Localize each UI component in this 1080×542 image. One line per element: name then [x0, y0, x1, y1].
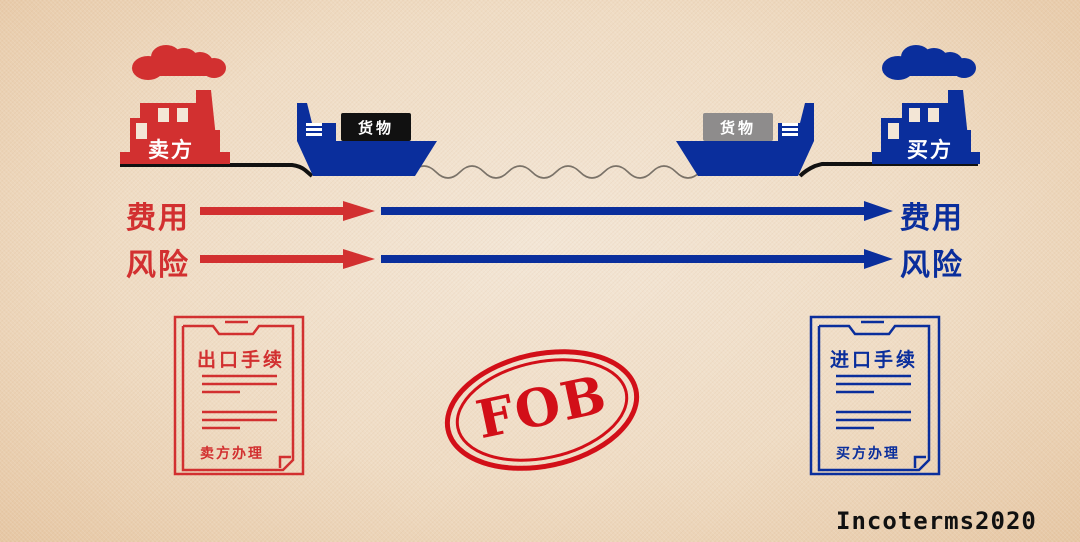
seller-factory-windows	[136, 108, 188, 139]
fob-stamp-icon	[444, 349, 640, 471]
export-document-footer: 卖方办理	[200, 446, 264, 462]
right-cargo-label: 货物	[703, 113, 773, 141]
risk-arrow	[200, 249, 893, 269]
buyer-factory-label: 买方	[907, 137, 953, 162]
import-document-footer: 买方办理	[836, 446, 900, 462]
sea-wave	[411, 165, 717, 179]
export-document-icon	[173, 315, 305, 476]
seller-factory-label: 卖方	[148, 137, 194, 162]
cost-arrow	[200, 201, 893, 221]
risk-label-buyer: 风险	[900, 248, 964, 283]
cost-label-seller: 费用	[126, 201, 190, 236]
incoterms-footer: Incoterms2020	[836, 507, 1037, 535]
seller-factory-icon	[120, 45, 230, 164]
left-cargo-label: 货物	[341, 113, 411, 141]
buyer-factory-icon	[872, 45, 980, 164]
export-document-title: 出口手续	[197, 349, 286, 371]
import-document-icon	[809, 315, 941, 476]
seller-quay-line	[120, 163, 314, 178]
import-document-title: 进口手续	[830, 349, 919, 371]
left-ship-icon	[297, 103, 437, 176]
buyer-factory-windows	[888, 108, 939, 139]
right-ship-icon	[676, 103, 814, 176]
cost-label-buyer: 费用	[900, 201, 964, 236]
buyer-quay-line	[798, 162, 978, 178]
risk-label-seller: 风险	[126, 248, 190, 283]
